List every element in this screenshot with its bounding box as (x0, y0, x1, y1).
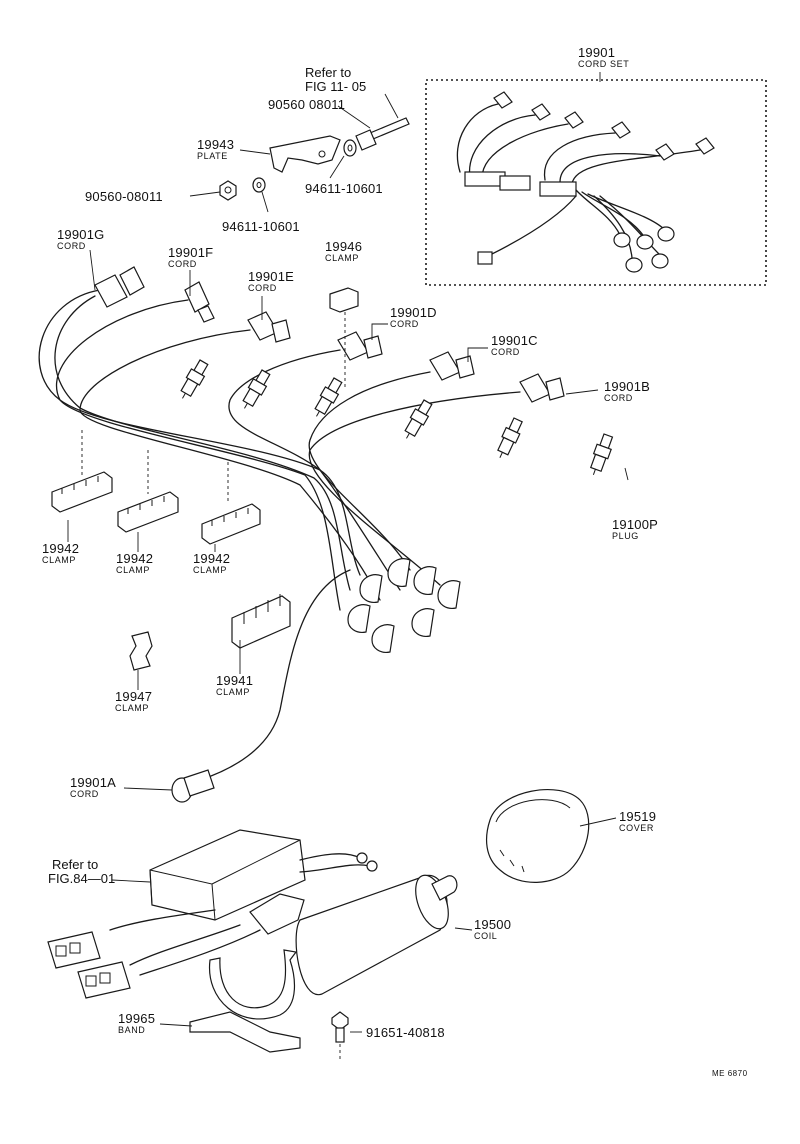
clamps (51, 287, 359, 671)
spark-plugs (180, 359, 614, 476)
cover-19519-label: 19519 (619, 809, 657, 824)
coil-band (159, 949, 301, 1053)
refer-fig84-line2: FIG.84—01 (48, 871, 116, 886)
washer-94611-left-label: 94611-10601 (222, 219, 300, 234)
washer-94611-right-label: 94611-10601 (305, 181, 383, 196)
refer-fig11-line2: FIG 11- 05 (305, 79, 367, 94)
cord-19901G-label: 19901G (57, 227, 105, 242)
clamp-19942-c-name: CLAMP (193, 565, 228, 575)
cord-set-inset (425, 72, 767, 286)
plug-19100P-name: PLUG (612, 531, 639, 541)
cord-19901A-label: 19901A (70, 775, 117, 790)
band-19965-name: BAND (118, 1025, 146, 1035)
clamp-19942-b-label: 19942 (116, 551, 154, 566)
cord-19901F-name: CORD (168, 259, 197, 269)
plate-19943-label: 19943 (197, 137, 235, 152)
cord-set-19901-name: CORD SET (578, 59, 630, 69)
cord-19901A-name: CORD (70, 789, 99, 799)
clamp-19947-name: CLAMP (115, 703, 150, 713)
bolt-90560-top-label: 90560 08011 (268, 97, 346, 112)
nut-90560-left-label: 90560-08011 (85, 189, 163, 204)
coil-19500-name: COIL (474, 931, 498, 941)
clamp-19947-label: 19947 (115, 689, 153, 704)
refer-fig11-line1: Refer to (305, 65, 352, 80)
clamp-19941-name: CLAMP (216, 687, 251, 697)
drawing-code: ME 6870 (712, 1069, 748, 1078)
plate-19943-name: PLATE (197, 151, 228, 161)
cord-set-19901-label: 19901 (578, 45, 616, 60)
bolt-91651 (331, 1011, 362, 1060)
cord-19901G-name: CORD (57, 241, 86, 251)
top-hardware (189, 93, 410, 213)
cover-19519-name: COVER (619, 823, 655, 833)
clamp-19942-a-name: CLAMP (42, 555, 77, 565)
cord-19901B-label: 19901B (604, 379, 651, 394)
clamp-19946-name: CLAMP (325, 253, 360, 263)
clamp-19946-label: 19946 (325, 239, 363, 254)
band-19965-label: 19965 (118, 1011, 156, 1026)
bolt-91651-label: 91651-40818 (366, 1025, 445, 1040)
cord-19901C-name: CORD (491, 347, 520, 357)
igniter-harness (47, 829, 378, 999)
cord-19901D-name: CORD (390, 319, 419, 329)
cord-19901F-label: 19901F (168, 245, 214, 260)
refer-fig84-line1: Refer to (52, 857, 99, 872)
plug-19100P-label: 19100P (612, 517, 659, 532)
spark-plug-cords (38, 266, 565, 803)
clamp-19942-a-label: 19942 (42, 541, 80, 556)
cord-19901D-label: 19901D (390, 305, 437, 320)
clamp-19942-c-label: 19942 (193, 551, 231, 566)
leader-lines (67, 249, 629, 883)
cord-19901E-name: CORD (248, 283, 277, 293)
coil-19500-label: 19500 (474, 917, 512, 932)
cord-19901E-label: 19901E (248, 269, 295, 284)
cord-19901B-name: CORD (604, 393, 633, 403)
clamp-19942-b-name: CLAMP (116, 565, 151, 575)
ignition-coil (295, 874, 473, 996)
distributor-cover (485, 789, 617, 883)
cord-19901C-label: 19901C (491, 333, 538, 348)
clamp-19941-label: 19941 (216, 673, 254, 688)
